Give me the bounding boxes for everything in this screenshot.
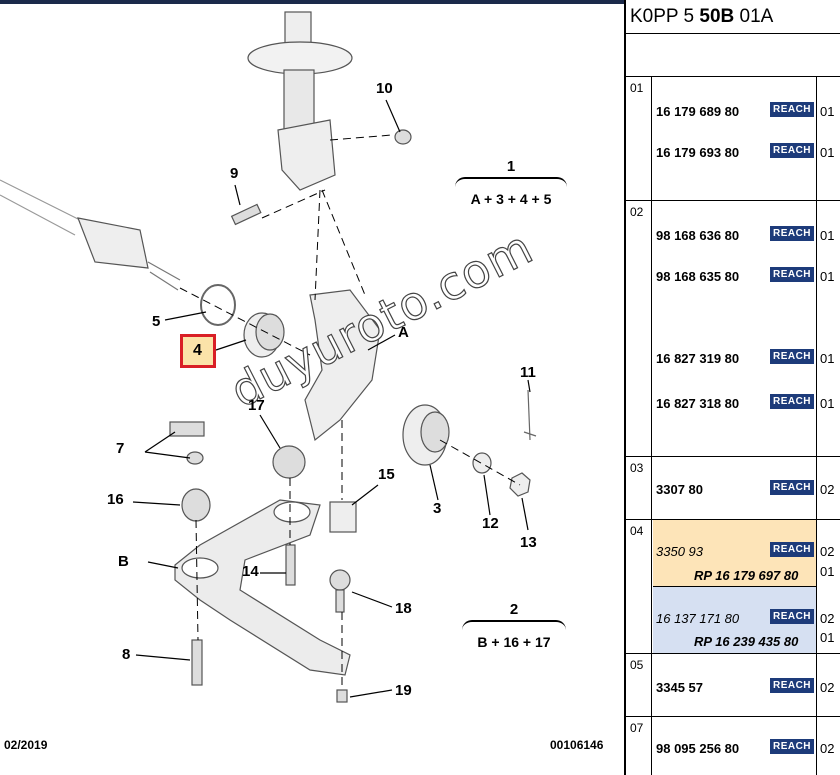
parts-list-panel: K0PP 5 50B 01A 01 16 179 689 80 REACH 01… bbox=[624, 0, 840, 775]
section-index: 07 bbox=[626, 717, 652, 775]
callout-A: A bbox=[398, 324, 409, 341]
reach-badge: REACH bbox=[770, 678, 814, 693]
callout-10: 10 bbox=[376, 80, 393, 97]
callout-13: 13 bbox=[520, 534, 537, 551]
title-bold: 50B bbox=[699, 6, 735, 27]
qty-column bbox=[816, 520, 840, 653]
row-04b-highlight bbox=[653, 586, 816, 654]
part-number[interactable]: 3350 93 bbox=[656, 544, 703, 559]
group-2: 2 B + 16 + 17 bbox=[462, 601, 566, 650]
replacement-part-number[interactable]: RP 16 239 435 80 bbox=[694, 634, 799, 649]
callout-18: 18 bbox=[395, 600, 412, 617]
quantity: 02 bbox=[820, 611, 835, 626]
quantity: 01 bbox=[820, 351, 835, 366]
quantity: 01 bbox=[820, 396, 835, 411]
callout-12: 12 bbox=[482, 515, 499, 532]
callout-4: 4 bbox=[193, 342, 202, 359]
qty-column bbox=[816, 201, 840, 456]
section-index: 02 bbox=[626, 201, 652, 456]
reach-badge: REACH bbox=[770, 102, 814, 117]
part-number[interactable]: 3307 80 bbox=[656, 482, 703, 497]
group-2-number: 2 bbox=[509, 601, 519, 618]
reach-badge: REACH bbox=[770, 349, 814, 364]
section-row-01[interactable]: 01 16 179 689 80 REACH 01 16 179 693 80 … bbox=[626, 76, 840, 200]
section-row-07[interactable]: 07 98 095 256 80 REACH 02 bbox=[626, 716, 840, 775]
quantity: 01 bbox=[820, 145, 835, 160]
part-number[interactable]: 98 168 635 80 bbox=[656, 269, 740, 284]
callout-15: 15 bbox=[378, 466, 395, 483]
quantity: 01 bbox=[820, 269, 835, 284]
part-number[interactable]: 98 168 636 80 bbox=[656, 228, 740, 243]
parts-diagram: duyuroto.com 10 9 5 4 A 11 17 7 15 16 3 … bbox=[0, 0, 624, 752]
part-number[interactable]: 16 179 693 80 bbox=[656, 145, 740, 160]
callout-19: 19 bbox=[395, 682, 412, 699]
section-index: 03 bbox=[626, 457, 652, 519]
callout-11: 11 bbox=[520, 364, 536, 381]
group-2-brace bbox=[462, 620, 566, 632]
section-row-03[interactable]: 03 3307 80 REACH 02 bbox=[626, 456, 840, 519]
group-1-number: 1 bbox=[506, 158, 516, 175]
callout-8: 8 bbox=[122, 646, 131, 663]
panel-title: K0PP 5 50B 01A bbox=[626, 0, 840, 34]
footer-reference: 00106146 bbox=[550, 738, 604, 752]
replacement-quantity: 01 bbox=[820, 564, 835, 579]
panel-header-blank bbox=[626, 34, 840, 77]
callout-B: B bbox=[118, 553, 129, 570]
reach-badge: REACH bbox=[770, 143, 814, 158]
exploded-view-drawing bbox=[0, 11, 537, 703]
section-index: 01 bbox=[626, 77, 652, 200]
callout-9: 9 bbox=[230, 165, 239, 182]
part-number[interactable]: 16 827 319 80 bbox=[656, 351, 740, 366]
group-2-formula: B + 16 + 17 bbox=[477, 634, 551, 650]
reach-badge: REACH bbox=[770, 394, 814, 409]
top-bar bbox=[0, 0, 624, 4]
callout-3: 3 bbox=[433, 500, 442, 517]
quantity: 02 bbox=[820, 482, 835, 497]
qty-column bbox=[816, 717, 840, 775]
part-number[interactable]: 16 827 318 80 bbox=[656, 396, 740, 411]
callout-17: 17 bbox=[248, 397, 265, 414]
reach-badge: REACH bbox=[770, 739, 814, 754]
section-index: 05 bbox=[626, 654, 652, 716]
title-prefix: K0PP 5 bbox=[630, 6, 700, 27]
reach-badge: REACH bbox=[770, 542, 814, 557]
callout-7: 7 bbox=[116, 440, 125, 457]
part-number[interactable]: 98 095 256 80 bbox=[656, 741, 740, 756]
section-row-05[interactable]: 05 3345 57 REACH 02 bbox=[626, 653, 840, 716]
section-index: 04 bbox=[626, 520, 652, 653]
replacement-quantity: 01 bbox=[820, 630, 835, 645]
quantity: 02 bbox=[820, 680, 835, 695]
title-suffix: 01A bbox=[734, 6, 774, 27]
qty-column bbox=[816, 654, 840, 716]
group-1-formula: A + 3 + 4 + 5 bbox=[470, 191, 552, 207]
quantity: 01 bbox=[820, 228, 835, 243]
callout-14: 14 bbox=[242, 563, 259, 580]
qty-column bbox=[816, 77, 840, 200]
footer-date: 02/2019 bbox=[4, 738, 48, 752]
reach-badge: REACH bbox=[770, 226, 814, 241]
group-1-brace bbox=[455, 177, 567, 189]
section-row-02[interactable]: 02 98 168 636 80 REACH 01 98 168 635 80 … bbox=[626, 200, 840, 456]
reach-badge: REACH bbox=[770, 267, 814, 282]
reach-badge: REACH bbox=[770, 609, 814, 624]
callout-16: 16 bbox=[107, 491, 124, 508]
reach-badge: REACH bbox=[770, 480, 814, 495]
section-row-04[interactable]: 04 3350 93 REACH 02 RP 16 179 697 80 01 … bbox=[626, 519, 840, 654]
quantity: 02 bbox=[820, 741, 835, 756]
highlighted-callout-4[interactable]: 4 bbox=[180, 334, 216, 368]
group-1: 1 A + 3 + 4 + 5 bbox=[455, 158, 567, 207]
part-number[interactable]: 16 137 171 80 bbox=[656, 611, 740, 626]
qty-column bbox=[816, 457, 840, 519]
callout-5: 5 bbox=[152, 313, 161, 330]
part-number[interactable]: 3345 57 bbox=[656, 680, 703, 695]
quantity: 02 bbox=[820, 544, 835, 559]
part-number[interactable]: 16 179 689 80 bbox=[656, 104, 740, 119]
quantity: 01 bbox=[820, 104, 835, 119]
replacement-part-number[interactable]: RP 16 179 697 80 bbox=[694, 568, 799, 583]
